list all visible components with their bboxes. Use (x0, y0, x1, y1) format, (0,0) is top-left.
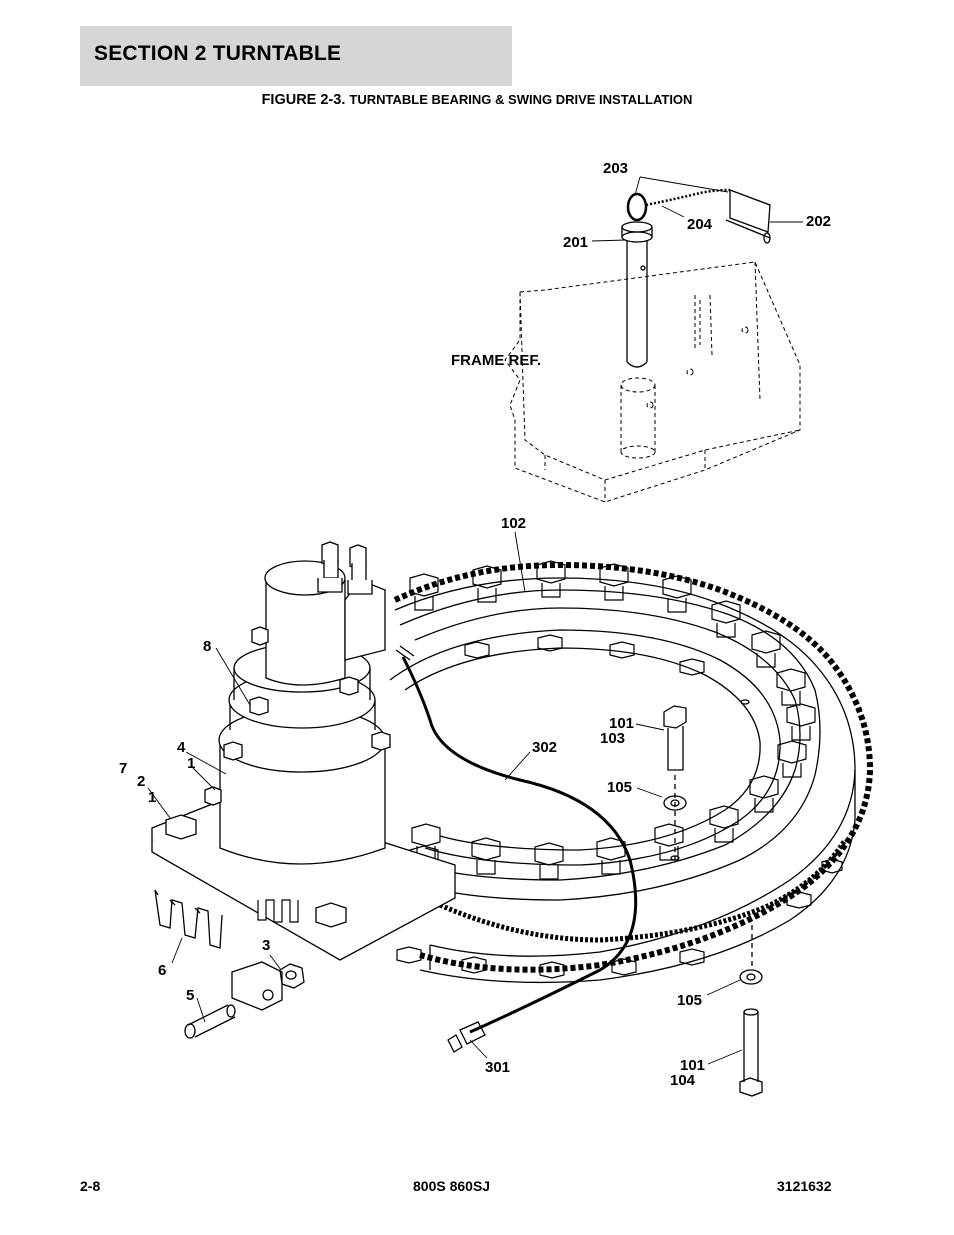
callout-101-lower: 101 (680, 1057, 706, 1074)
callout-201: 201 (563, 234, 589, 251)
callout-102: 102 (501, 515, 527, 532)
footer-model: 800S 860SJ (413, 1178, 491, 1194)
footer-doc-number: 3121632 (777, 1178, 832, 1194)
callout-3: 3 (262, 937, 271, 954)
callout-6: 6 (158, 962, 167, 979)
swing-drive (151, 541, 456, 961)
callout-1-upper: 1 (187, 755, 196, 772)
section-banner: SECTION 2 TURNTABLE (80, 26, 512, 86)
gear-rack-6 (154, 889, 223, 949)
pin-assembly (621, 188, 771, 368)
callout-7: 7 (119, 760, 128, 777)
section-title: SECTION 2 TURNTABLE (94, 42, 342, 65)
callout-5: 5 (186, 987, 195, 1004)
callout-204: 204 (687, 216, 713, 233)
hose-302 (401, 656, 638, 1034)
figure-title: FIGURE 2-3. TURNTABLE BEARING & SWING DR… (0, 92, 954, 108)
bolt-101-104 (739, 925, 763, 1097)
callout-203: 203 (603, 160, 629, 177)
callout-104: 104 (670, 1072, 696, 1089)
frame-reference (504, 261, 801, 503)
footer-page-number: 2-8 (80, 1178, 101, 1194)
callout-2: 2 (137, 773, 146, 790)
callout-frame-ref: FRAME REF. (451, 352, 541, 369)
bolt-101-103 (663, 705, 687, 860)
callout-1-lower: 1 (148, 789, 157, 806)
figure-caption: TURNTABLE BEARING & SWING DRIVE INSTALLA… (349, 92, 693, 107)
callout-301: 301 (485, 1059, 511, 1076)
bearing-bolts (396, 560, 843, 979)
callout-4: 4 (177, 739, 186, 756)
callout-202: 202 (806, 213, 832, 230)
nut-3 (279, 963, 305, 989)
callout-105-upper: 105 (607, 779, 633, 796)
leader-lines (147, 176, 803, 1065)
turntable-bearing (389, 560, 874, 984)
hose-fitting-301 (395, 645, 486, 1053)
figure-number: FIGURE 2-3. (261, 92, 346, 108)
callout-302: 302 (532, 739, 558, 756)
callout-101-upper: 101 (609, 715, 635, 732)
callout-8: 8 (203, 638, 212, 655)
callout-103: 103 (600, 730, 626, 747)
block-and-shaft-5 (184, 961, 283, 1039)
callout-105-lower: 105 (677, 992, 703, 1009)
